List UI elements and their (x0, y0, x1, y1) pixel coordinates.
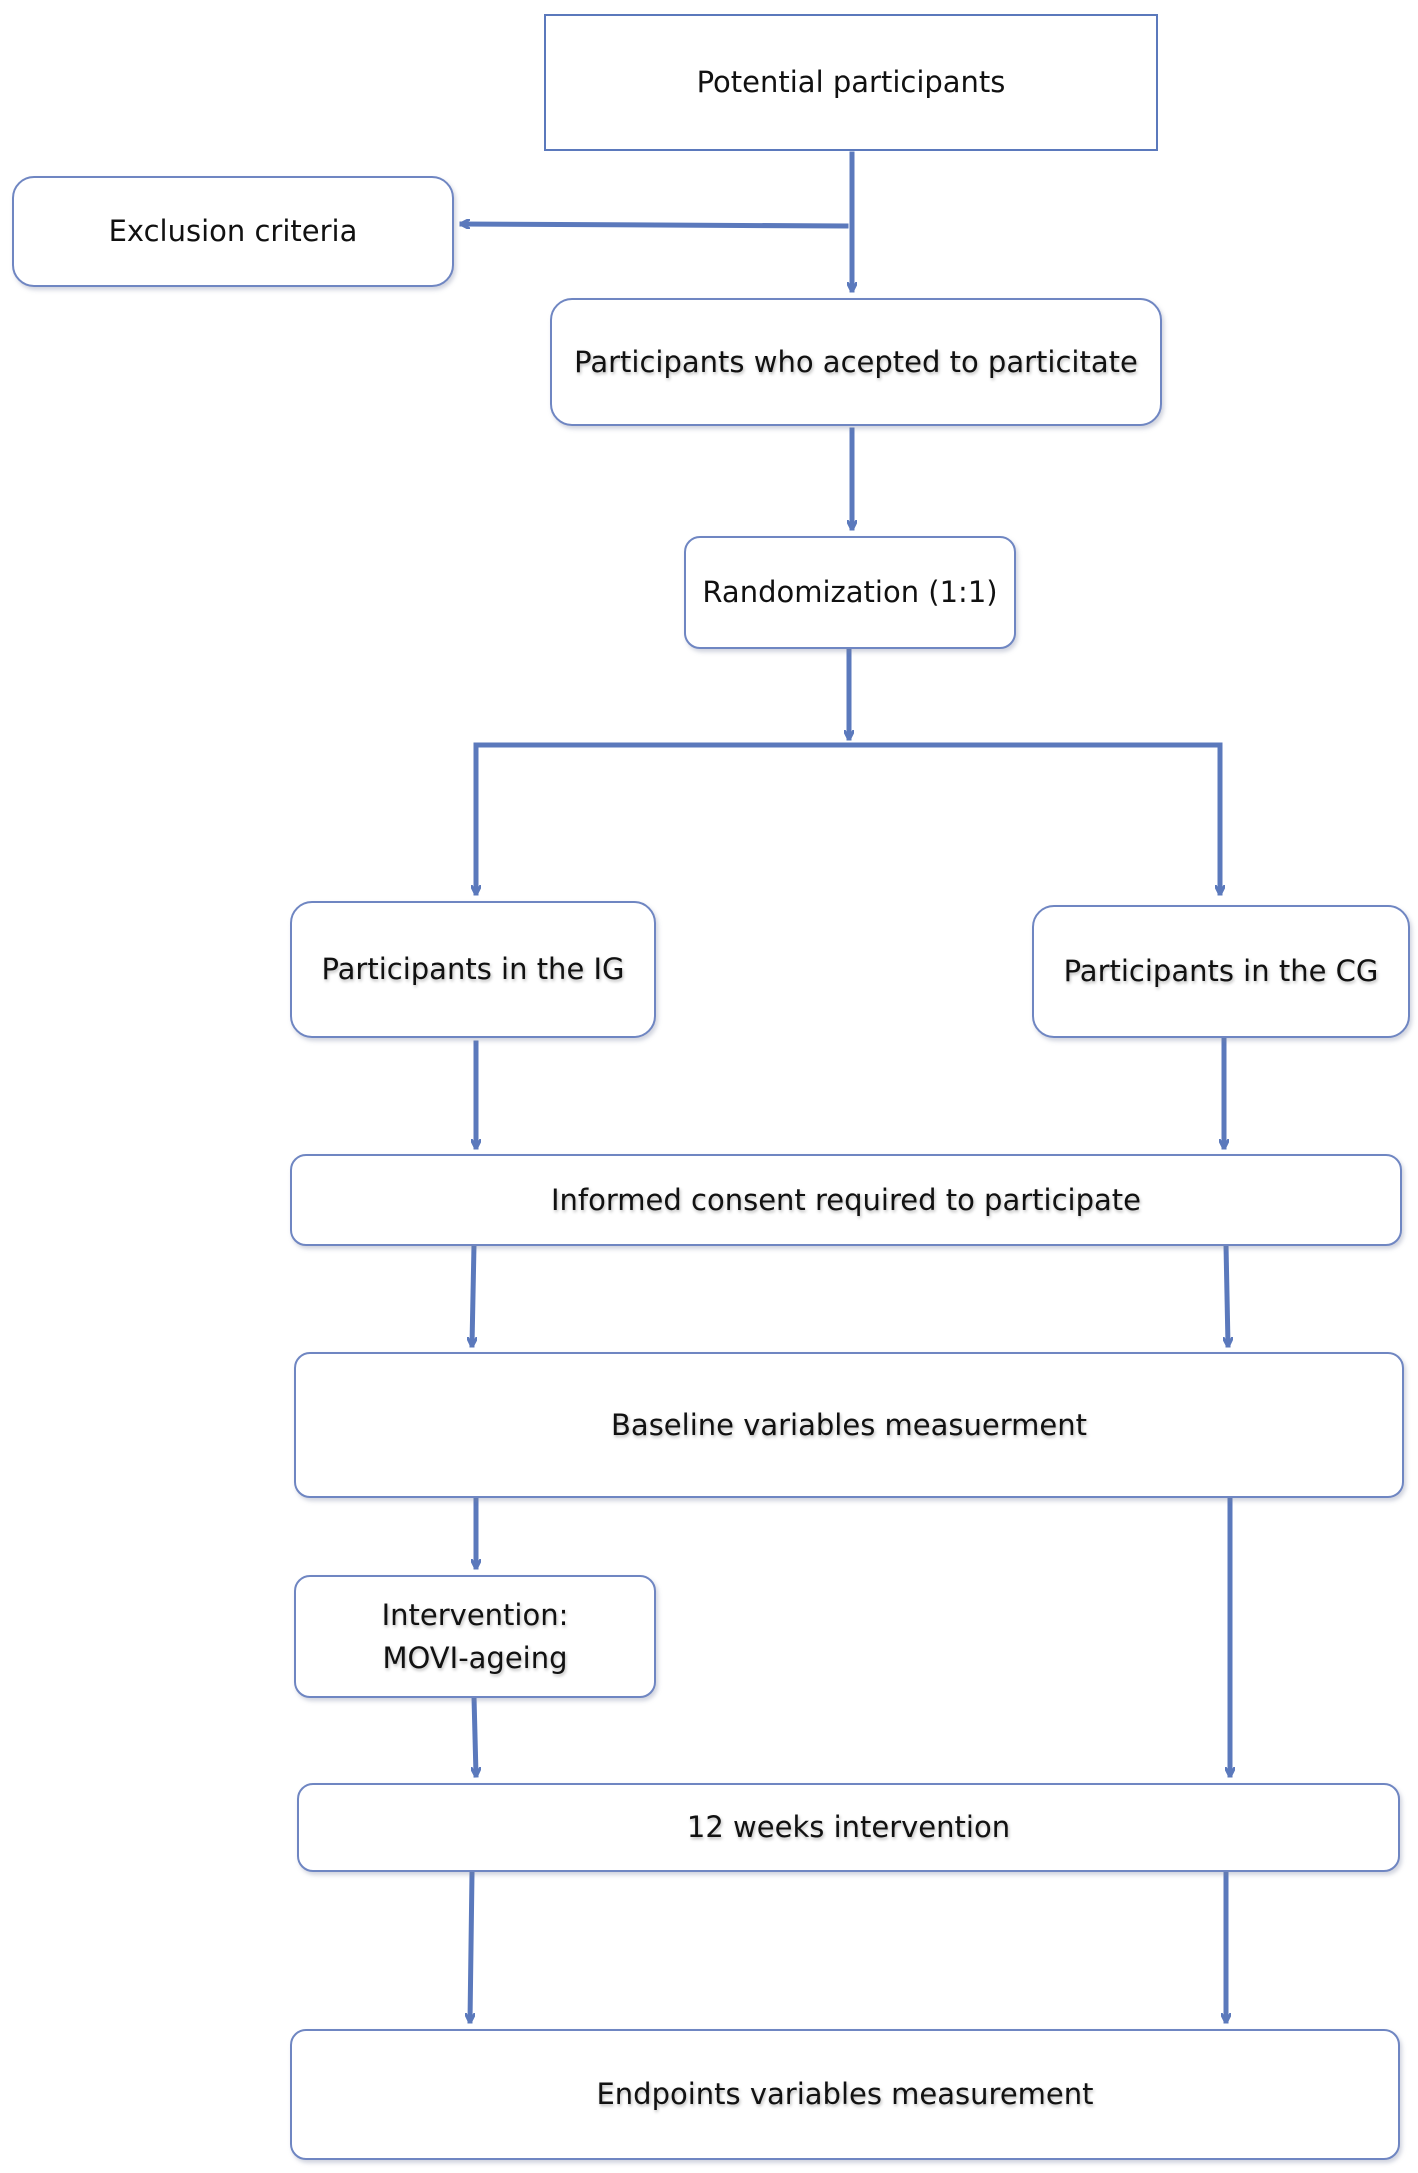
arrow-intervention-to-weeks (474, 1694, 476, 1778)
baseline-measurement-box: Baseline variables measuerment (294, 1352, 1404, 1498)
exclusion-criteria-box: Exclusion criteria (12, 176, 454, 287)
ig-participants-label: Participants in the IG (321, 952, 625, 987)
cg-participants-box: Participants in the CG (1032, 905, 1410, 1038)
twelve-weeks-box: 12 weeks intervention (297, 1783, 1400, 1872)
baseline-measurement-label: Baseline variables measuerment (611, 1407, 1087, 1442)
exclusion-criteria-label: Exclusion criteria (108, 214, 358, 249)
informed-consent-box: Informed consent required to participate (290, 1154, 1402, 1246)
ig-participants-box: Participants in the IG (290, 901, 656, 1038)
potential-participants-box: Potential participants (544, 14, 1158, 151)
endpoints-measurement-box: Endpoints variables measurement (290, 2029, 1400, 2160)
cg-participants-label: Participants in the CG (1063, 954, 1379, 989)
potential-participants-label: Potential participants (696, 65, 1006, 100)
arrow-to-exclusion (459, 224, 849, 226)
twelve-weeks-label: 12 weeks intervention (686, 1810, 1011, 1845)
arrow-weeks-left-to-endpoints (470, 1870, 472, 2024)
intervention-box: Intervention: MOVI-ageing (294, 1575, 656, 1698)
arrow-consent-right-to-baseline (1226, 1242, 1228, 1348)
intervention-label-line1: Intervention: (381, 1598, 569, 1633)
informed-consent-label: Informed consent required to participate (551, 1182, 1141, 1217)
accepted-participants-box: Participants who acepted to particitate (550, 298, 1162, 426)
randomization-label: Randomization (1:1) (702, 575, 998, 610)
accepted-participants-label: Participants who acepted to particitate (574, 344, 1138, 379)
randomization-box: Randomization (1:1) (684, 536, 1016, 649)
intervention-text: Intervention: MOVI-ageing (382, 1594, 569, 1678)
arrow-consent-left-to-baseline (472, 1242, 474, 1348)
endpoints-measurement-label: Endpoints variables measurement (596, 2077, 1094, 2112)
intervention-label-line2: MOVI-ageing (382, 1640, 568, 1675)
